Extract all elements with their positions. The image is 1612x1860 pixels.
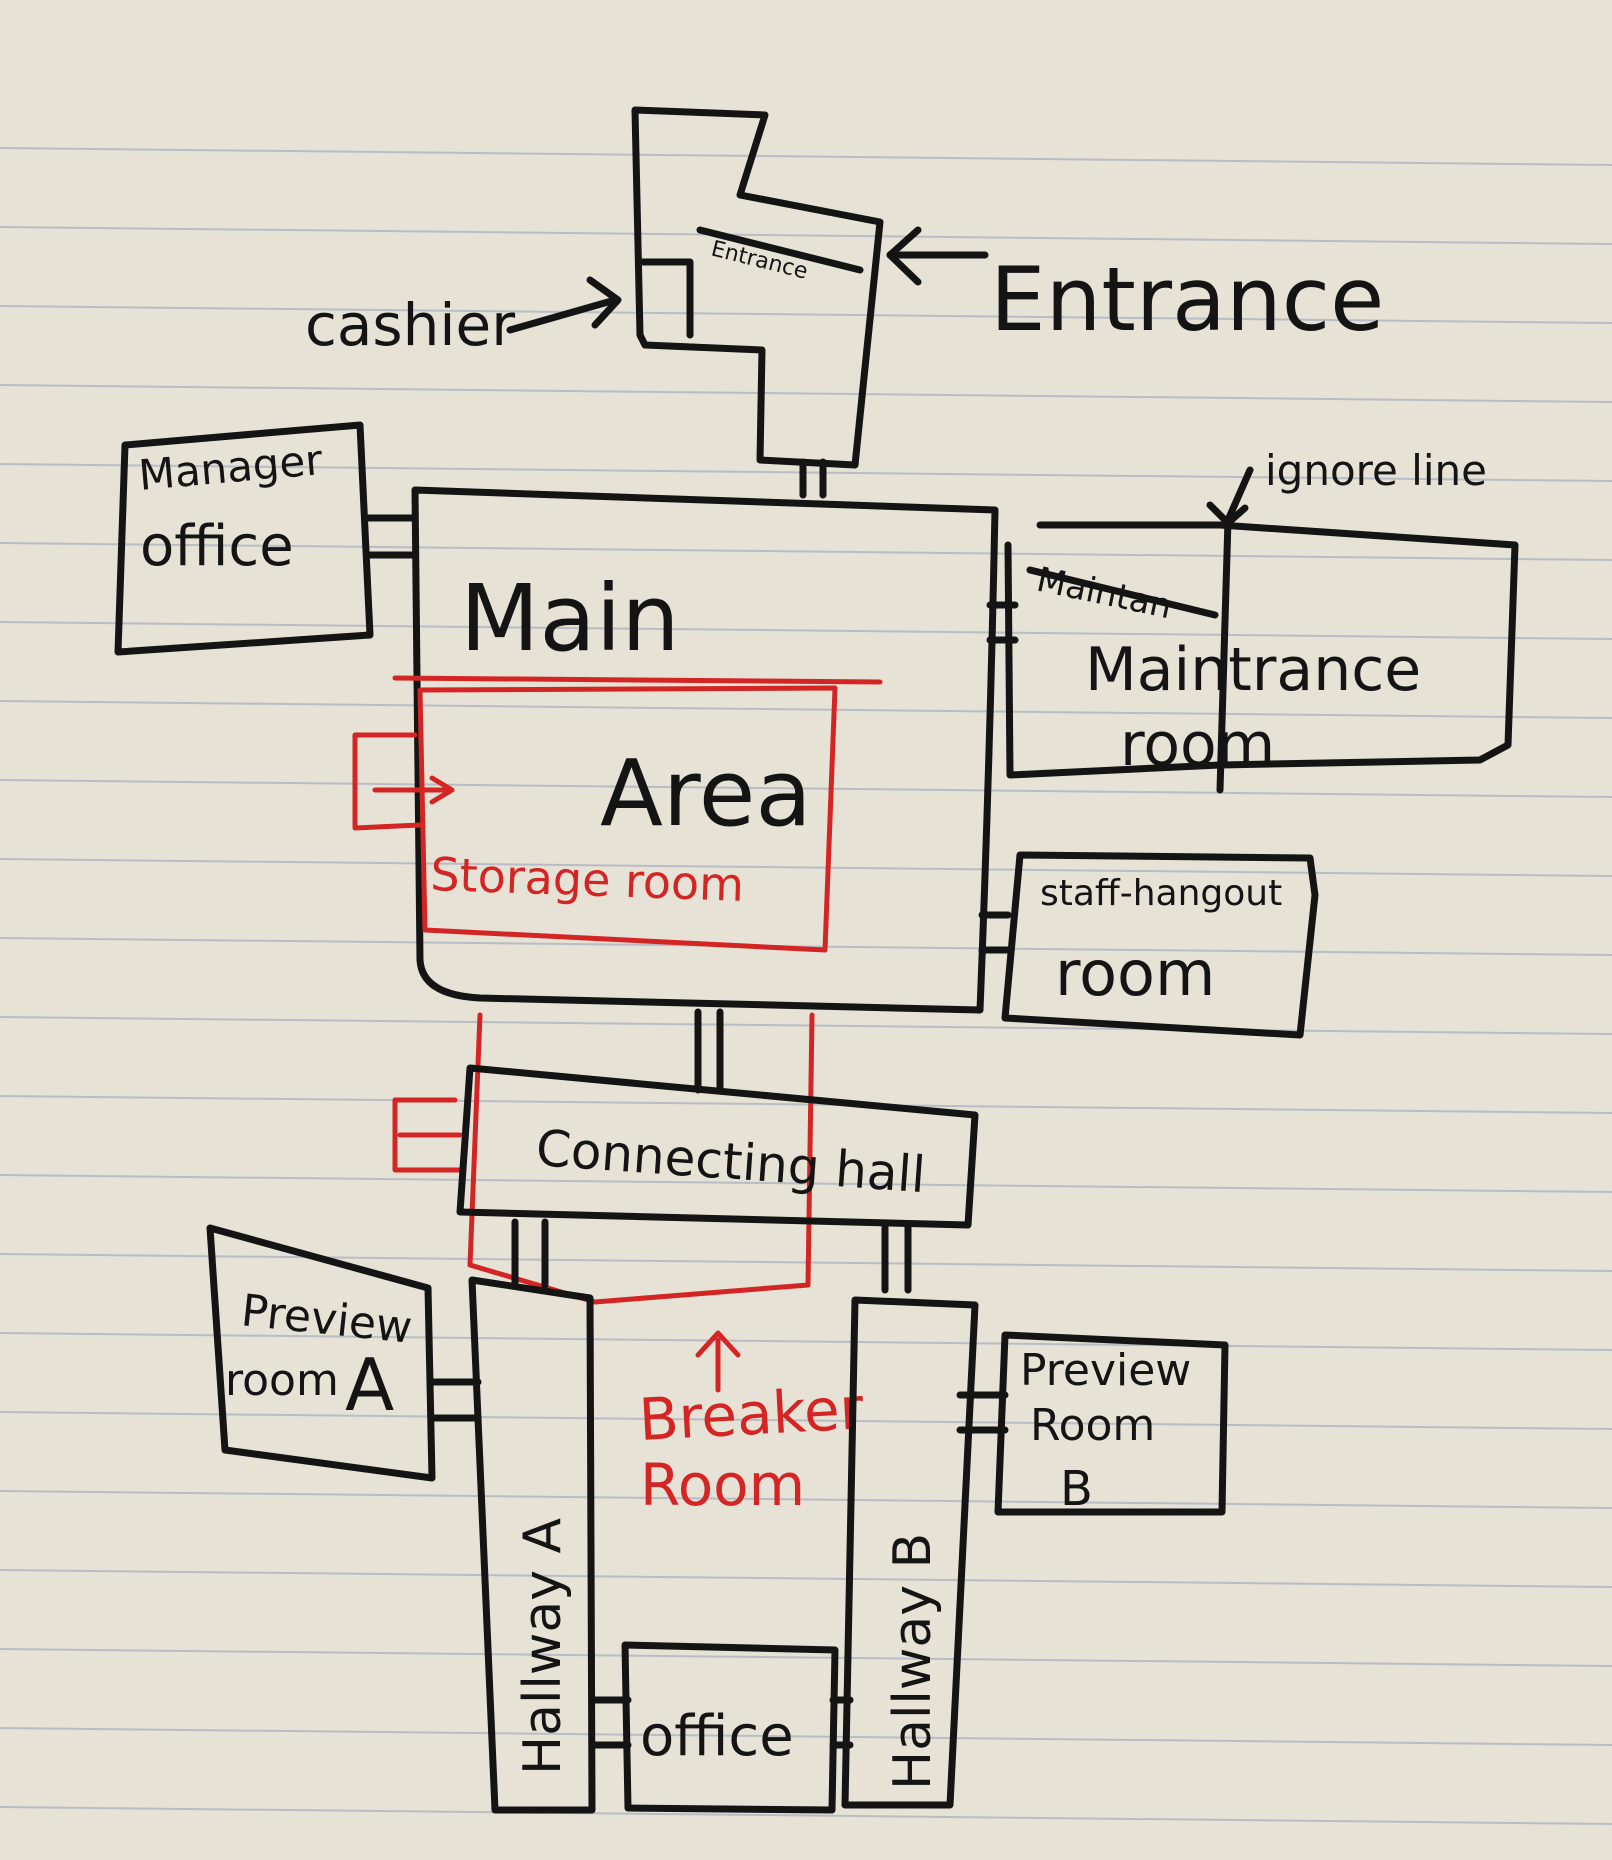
hall-hallway-b-connector [881,1221,912,1294]
entrance-arrow [886,226,989,286]
cashier-label: cashier [305,291,515,359]
preview-room-b-line1: Preview [1020,1345,1191,1396]
staff-hangout-room: staff-hangout room [1001,851,1319,1039]
office: office [621,1641,839,1814]
cashier-arrow [506,276,622,334]
ruled-lines [0,147,1612,1825]
hallway-b: Hallway B [841,1296,979,1809]
preview-room-b-connector [956,1391,1009,1434]
hall-hallway-a-connector [511,1218,549,1289]
maintenance-connector [986,601,1019,644]
hallway-b-label: Hallway B [883,1533,943,1790]
ignore-line-label: ignore line [1265,446,1487,495]
maintenance-crossed-text: Maintan [1033,560,1175,628]
manager-office-connector [364,514,419,559]
preview-room-b: Preview Room B [994,1331,1229,1517]
connecting-hall-label: Connecting hall [534,1119,927,1204]
preview-room-a-line2: room [225,1355,339,1406]
main-hall-connector [694,1008,724,1094]
office-right-connector [829,1696,854,1749]
preview-room-a: Preview room A [206,1224,436,1482]
preview-room-b-line3: B [1060,1461,1093,1517]
storage-room-label: Storage room [430,847,745,912]
entrance-label: Entrance [990,248,1384,351]
main-area: Main Area [411,486,999,1014]
storage-room: Storage room [352,675,883,953]
ignore-line-arrow [1206,466,1254,527]
office-left-connector [588,1696,632,1749]
hallway-a-label: Hallway A [513,1517,573,1775]
preview-room-a-line3: A [345,1343,394,1427]
main-area-line1: Main [460,565,680,672]
staff-hangout-line1: staff-hangout [1040,873,1282,914]
breaker-room-line1: Breaker [637,1374,865,1454]
entrance-connector [799,458,827,499]
staff-hangout-line2: room [1055,937,1215,1010]
hallway-a: Hallway A [468,1276,596,1814]
manager-office: Manager office [114,421,374,656]
maintenance-room-line1: Maintrance [1085,635,1421,705]
breaker-room: Breaker Room [392,1012,865,1519]
maintenance-room: Maintan Maintrance room [1004,516,1519,794]
connecting-hall: Connecting hall [456,1064,979,1229]
preview-room-b-line2: Room [1030,1400,1155,1451]
office-label: office [640,1704,794,1769]
maintenance-room-line2: room [1120,710,1275,780]
manager-office-line2: office [140,514,294,579]
preview-room-a-connector [428,1378,482,1422]
breaker-room-line2: Room [640,1451,805,1519]
entrance-room: Entrance [631,106,884,469]
main-area-line2: Area [600,740,812,847]
staff-hangout-connector [978,911,1012,954]
